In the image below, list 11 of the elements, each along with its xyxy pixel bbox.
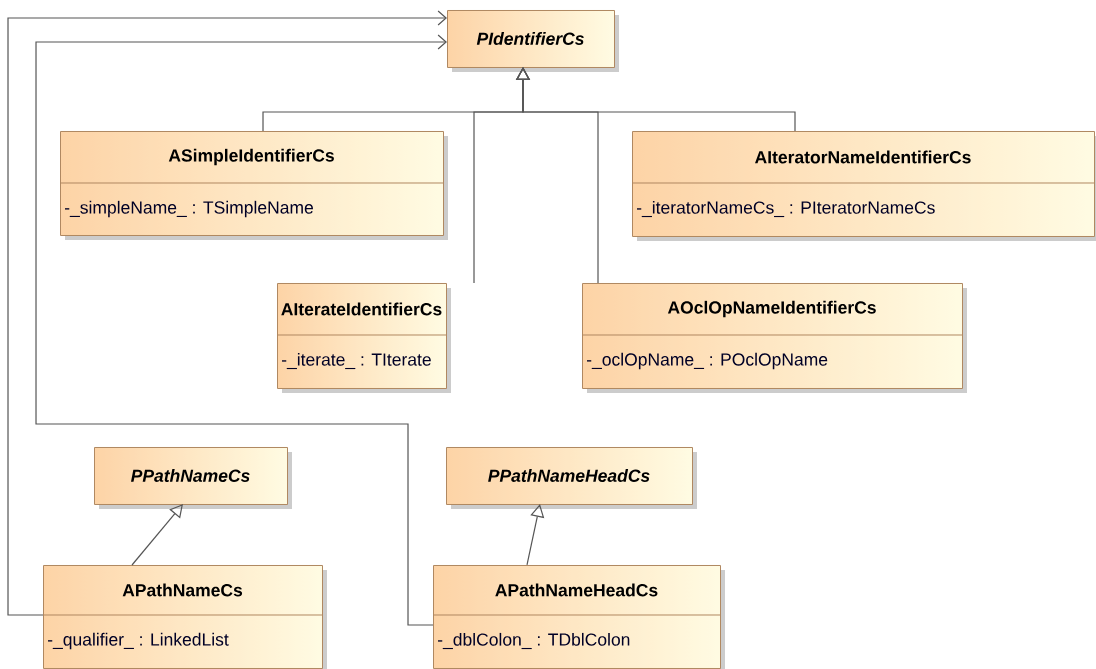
- class-box: PIdentifierCs: [447, 10, 619, 72]
- class-box: PPathNameCs: [94, 447, 292, 509]
- class-box: AIteratorNameIdentifierCs -_iteratorNameCs_ : PIteratorNameCs: [631, 131, 1096, 241]
- class-box: PPathNameHeadCs: [446, 447, 697, 509]
- generalization-arrow: [515, 67, 796, 132]
- class-box: AIterateIdentifierCs -_iterate_ : TIterate: [276, 283, 451, 393]
- class-box: APathNameCs -_qualifier_ : LinkedList: [42, 565, 327, 669]
- class-box: AOclOpNameIdentifierCs -_oclOpName_ : POclOpName: [581, 283, 967, 393]
- class-box: ASimpleIdentifierCs -_simpleName_ : TSimpleName: [59, 131, 448, 240]
- generalization-arrow: [131, 504, 183, 566]
- class-box: APathNameHeadCs -_dblColon_ : TDblColon: [432, 565, 725, 669]
